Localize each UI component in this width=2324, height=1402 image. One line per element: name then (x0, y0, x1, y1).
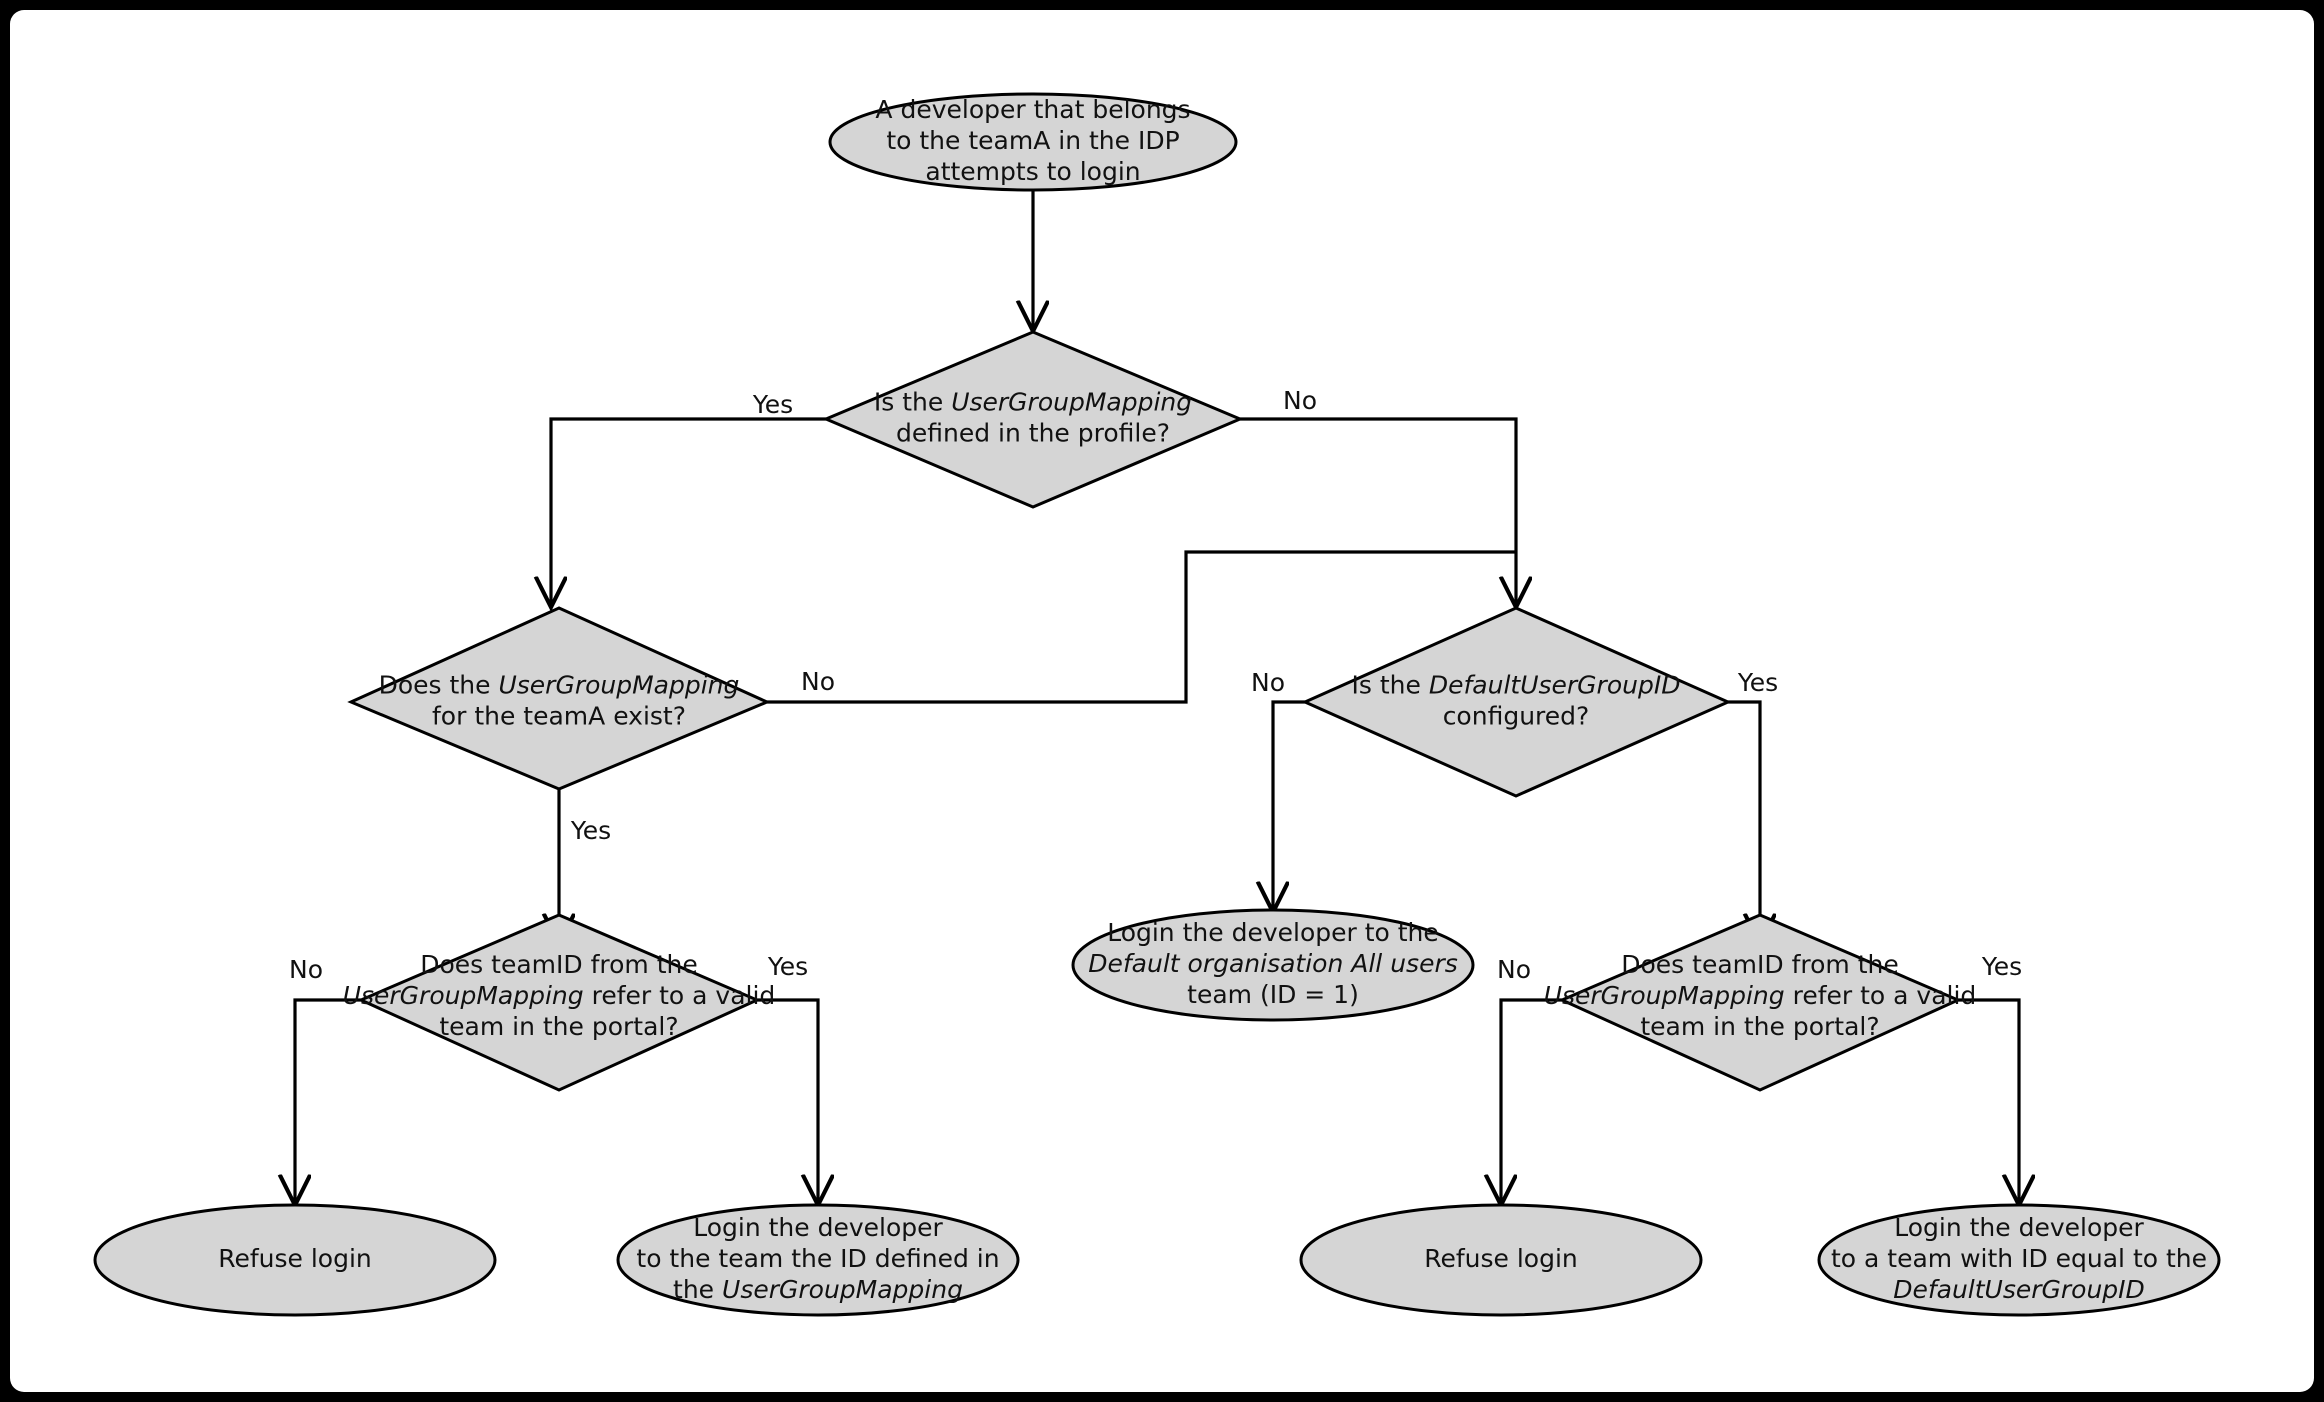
edge-label-d4-no: No (289, 955, 323, 984)
edge-label-d5-no: No (1497, 955, 1531, 984)
node-login-ugm-team-shape[interactable] (616, 1203, 1020, 1317)
node-d2-shape[interactable] (347, 606, 771, 791)
edge-d5-no-to-refuse-right (1501, 998, 1562, 1204)
node-login-default-org-shape[interactable] (1071, 908, 1475, 1022)
node-d3-shape[interactable] (1301, 606, 1732, 798)
edge-labels-layer: Yes No No Yes No Yes No Yes No Yes (289, 386, 2022, 984)
edge-label-d2-yes: Yes (570, 816, 611, 845)
node-refuse-login-left-shape[interactable] (93, 1203, 497, 1317)
edge-label-d3-yes: Yes (1737, 668, 1778, 697)
edge-label-d3-no: No (1251, 668, 1285, 697)
node-refuse-login-right-label: Refuse login (1424, 1244, 1578, 1273)
node-refuse-login-left-label: Refuse login (218, 1244, 372, 1273)
edge-d1-yes-to-d2 (551, 417, 826, 606)
edge-d1-no-to-d3 (1240, 417, 1516, 606)
edge-d5-yes-to-login-default (1958, 998, 2019, 1204)
node-d5-shape[interactable] (1558, 913, 1962, 1092)
node-start-shape[interactable] (828, 92, 1238, 192)
edge-d4-yes-to-login-ugm (757, 998, 818, 1204)
diagram-surface: Yes No No Yes No Yes No Yes No Yes A dev… (10, 10, 2314, 1392)
edge-d3-yes-to-d5 (1728, 700, 1760, 943)
edge-d4-no-to-refuse-left (295, 998, 361, 1204)
edge-label-d1-no: No (1283, 386, 1317, 415)
edge-label-d2-no: No (801, 667, 835, 696)
edge-label-d1-yes: Yes (752, 390, 793, 419)
edges-layer (295, 187, 2019, 1204)
node-d4-shape[interactable] (357, 913, 761, 1092)
edge-label-d4-yes: Yes (767, 952, 808, 981)
edge-d3-no-to-default-org (1273, 700, 1305, 911)
flowchart-svg: Yes No No Yes No Yes No Yes No Yes A dev… (93, 92, 2221, 1317)
edge-label-d5-yes: Yes (1981, 952, 2022, 981)
node-d1-shape[interactable] (822, 330, 1244, 509)
node-refuse-login-right-shape[interactable] (1299, 1203, 1703, 1317)
node-refuse-login-left[interactable]: Refuse login (93, 1203, 497, 1317)
node-refuse-login-right[interactable]: Refuse login (1299, 1203, 1703, 1317)
edge-d2-no-merge (767, 550, 1516, 704)
node-login-default-group-id-shape[interactable] (1817, 1203, 2221, 1317)
